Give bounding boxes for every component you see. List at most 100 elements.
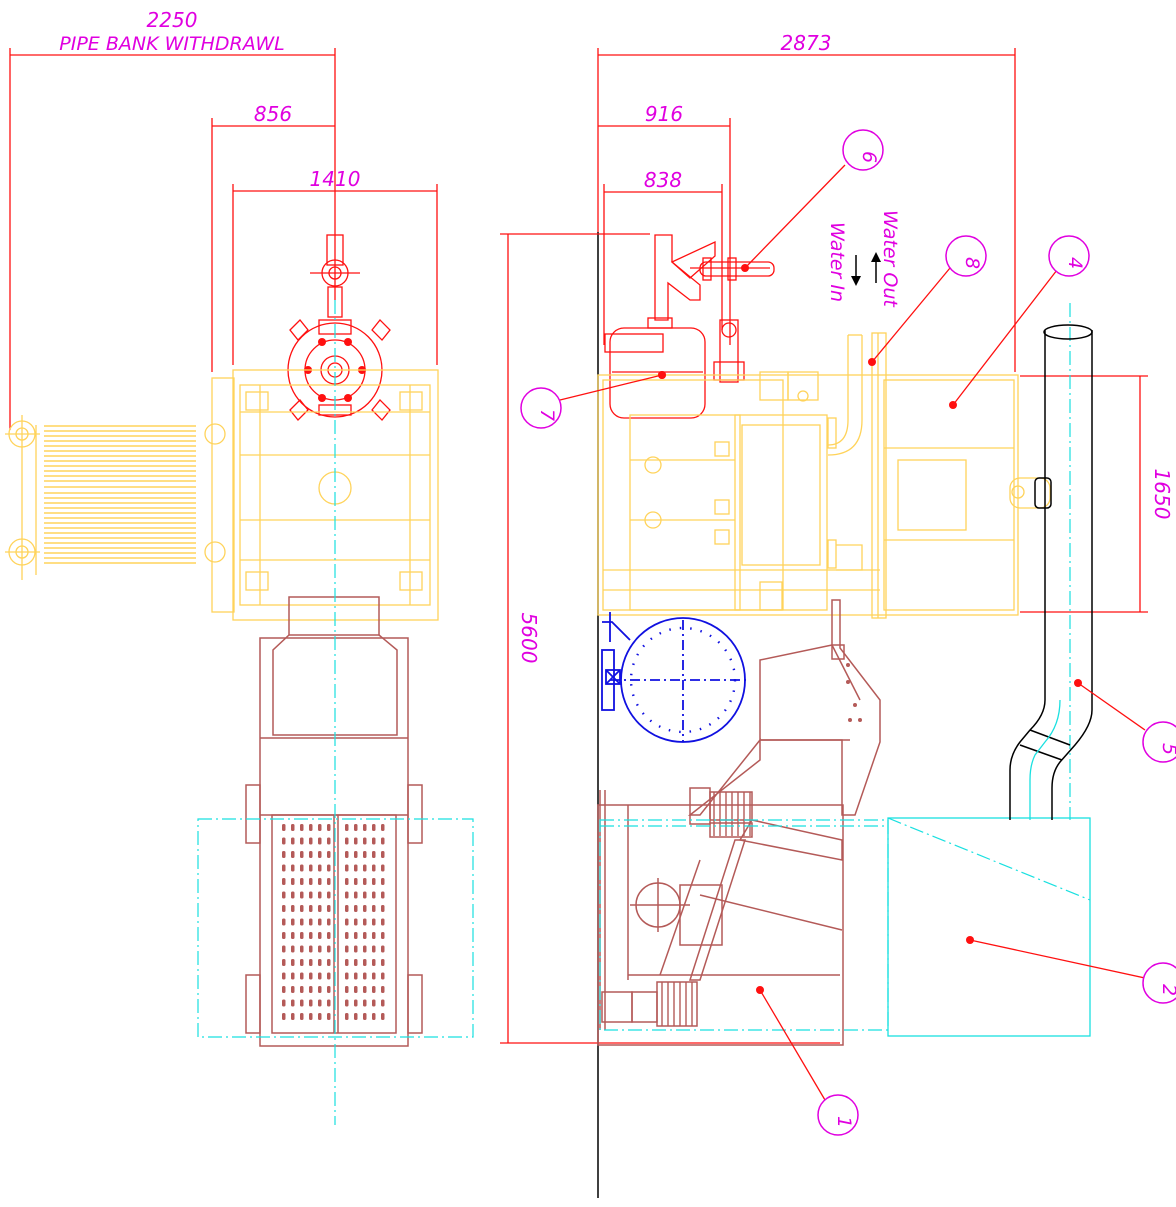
grate-slot — [300, 824, 304, 831]
grate-slot — [372, 918, 376, 926]
grate-slot — [381, 851, 385, 858]
grate-slot — [354, 986, 358, 993]
grate-slot — [345, 878, 349, 885]
grate-slot — [381, 905, 385, 912]
bed-outline-plan — [197, 300, 474, 1125]
grate-slot — [300, 932, 304, 939]
grate-slot — [363, 891, 367, 899]
grate-slot — [363, 878, 367, 885]
grate-slot — [327, 824, 331, 831]
grate-slot — [309, 999, 313, 1007]
dim-1410-value: 1410 — [310, 167, 361, 191]
grate-slot — [381, 972, 385, 980]
grate-slot — [327, 891, 331, 899]
grate-slot — [309, 837, 313, 845]
grate-slot — [291, 959, 295, 966]
grate-slot — [309, 918, 313, 926]
grate-slot — [363, 999, 367, 1007]
dimension-1650: 1650 — [1020, 375, 1174, 613]
callout-6-label: 7 — [536, 409, 558, 421]
grate-slot — [363, 837, 367, 845]
grate-slot — [345, 824, 349, 831]
grate-slot — [381, 837, 385, 845]
grate-slot — [318, 945, 322, 953]
grate-slot — [309, 891, 313, 899]
callout-4-label: 4 — [1064, 257, 1086, 269]
grate-slot — [309, 1013, 313, 1020]
grate-slot — [354, 1013, 358, 1020]
grate-slot — [291, 999, 295, 1007]
grate-slot — [309, 959, 313, 966]
callout-7: 6 — [741, 129, 884, 272]
grate-slot — [318, 905, 322, 912]
grate-slot — [327, 999, 331, 1007]
grate-slot — [282, 1013, 286, 1020]
grate-slot — [300, 945, 304, 953]
grate-slot — [363, 824, 367, 831]
dim-856-value: 856 — [254, 102, 292, 126]
grate-slot — [345, 891, 349, 899]
grate-slot — [363, 932, 367, 939]
callout-8: 8 — [868, 235, 987, 366]
grate-slot — [345, 1013, 349, 1020]
burner-elevation — [604, 234, 775, 419]
grate-slot — [318, 959, 322, 966]
grate-slot — [345, 905, 349, 912]
grate-slot — [363, 864, 367, 872]
grate-slot — [309, 851, 313, 858]
grate-slot — [363, 959, 367, 966]
grate-slot — [318, 1013, 322, 1020]
grate-slot — [318, 932, 322, 939]
callout-2: 2 — [966, 936, 1176, 1004]
grate-slot — [282, 851, 286, 858]
grate-slot — [345, 959, 349, 966]
grate-slot — [282, 959, 286, 966]
grate-slot — [300, 999, 304, 1007]
grate-slot — [318, 986, 322, 993]
burner-assembly-plan — [287, 234, 391, 421]
grate-slot — [291, 824, 295, 831]
dim-5600-value: 5600 — [517, 613, 541, 664]
water-flow-notes: Water In Water Out — [826, 210, 901, 308]
grate-slot — [363, 851, 367, 858]
callout-1: 1 — [756, 986, 859, 1136]
grate-slot — [381, 918, 385, 926]
grate-slot — [327, 945, 331, 953]
dimension-1410: 1410 — [232, 167, 438, 365]
grate-slot — [372, 945, 376, 953]
grate-slot — [300, 986, 304, 993]
grate-slot — [300, 837, 304, 845]
dimension-838: 838 — [603, 168, 723, 345]
dim-2250-label: PIPE BANK WITHDRAWL — [59, 33, 284, 55]
grate-slot — [291, 837, 295, 845]
grate-slot — [354, 905, 358, 912]
grate-slot — [372, 864, 376, 872]
grate-slot — [381, 932, 385, 939]
callout-4: 4 — [949, 235, 1090, 409]
grate-slot — [354, 891, 358, 899]
grate-slot — [327, 851, 331, 858]
grate-slot — [309, 905, 313, 912]
dim-1650-value: 1650 — [1150, 469, 1174, 520]
dim-2250-value: 2250 — [147, 8, 198, 32]
grate-slot — [327, 972, 331, 980]
grate-slot — [318, 837, 322, 845]
bed-outline-elevation — [599, 303, 1091, 1037]
grate-slot — [363, 1013, 367, 1020]
grate-slot — [327, 986, 331, 993]
grate-slot — [291, 918, 295, 926]
grate-slot — [282, 918, 286, 926]
grate-slot — [300, 891, 304, 899]
grate-slot — [327, 932, 331, 939]
grate-slot — [345, 945, 349, 953]
dim-838-value: 838 — [644, 168, 682, 192]
grate-slot — [354, 864, 358, 872]
grate-slot — [381, 945, 385, 953]
grate-slot — [282, 824, 286, 831]
grate-slot — [327, 959, 331, 966]
water-out-label: Water Out — [879, 210, 901, 308]
grate-slot — [282, 837, 286, 845]
water-in-label: Water In — [826, 222, 848, 302]
pipe-bank — [5, 415, 196, 580]
grate-slot — [282, 972, 286, 980]
